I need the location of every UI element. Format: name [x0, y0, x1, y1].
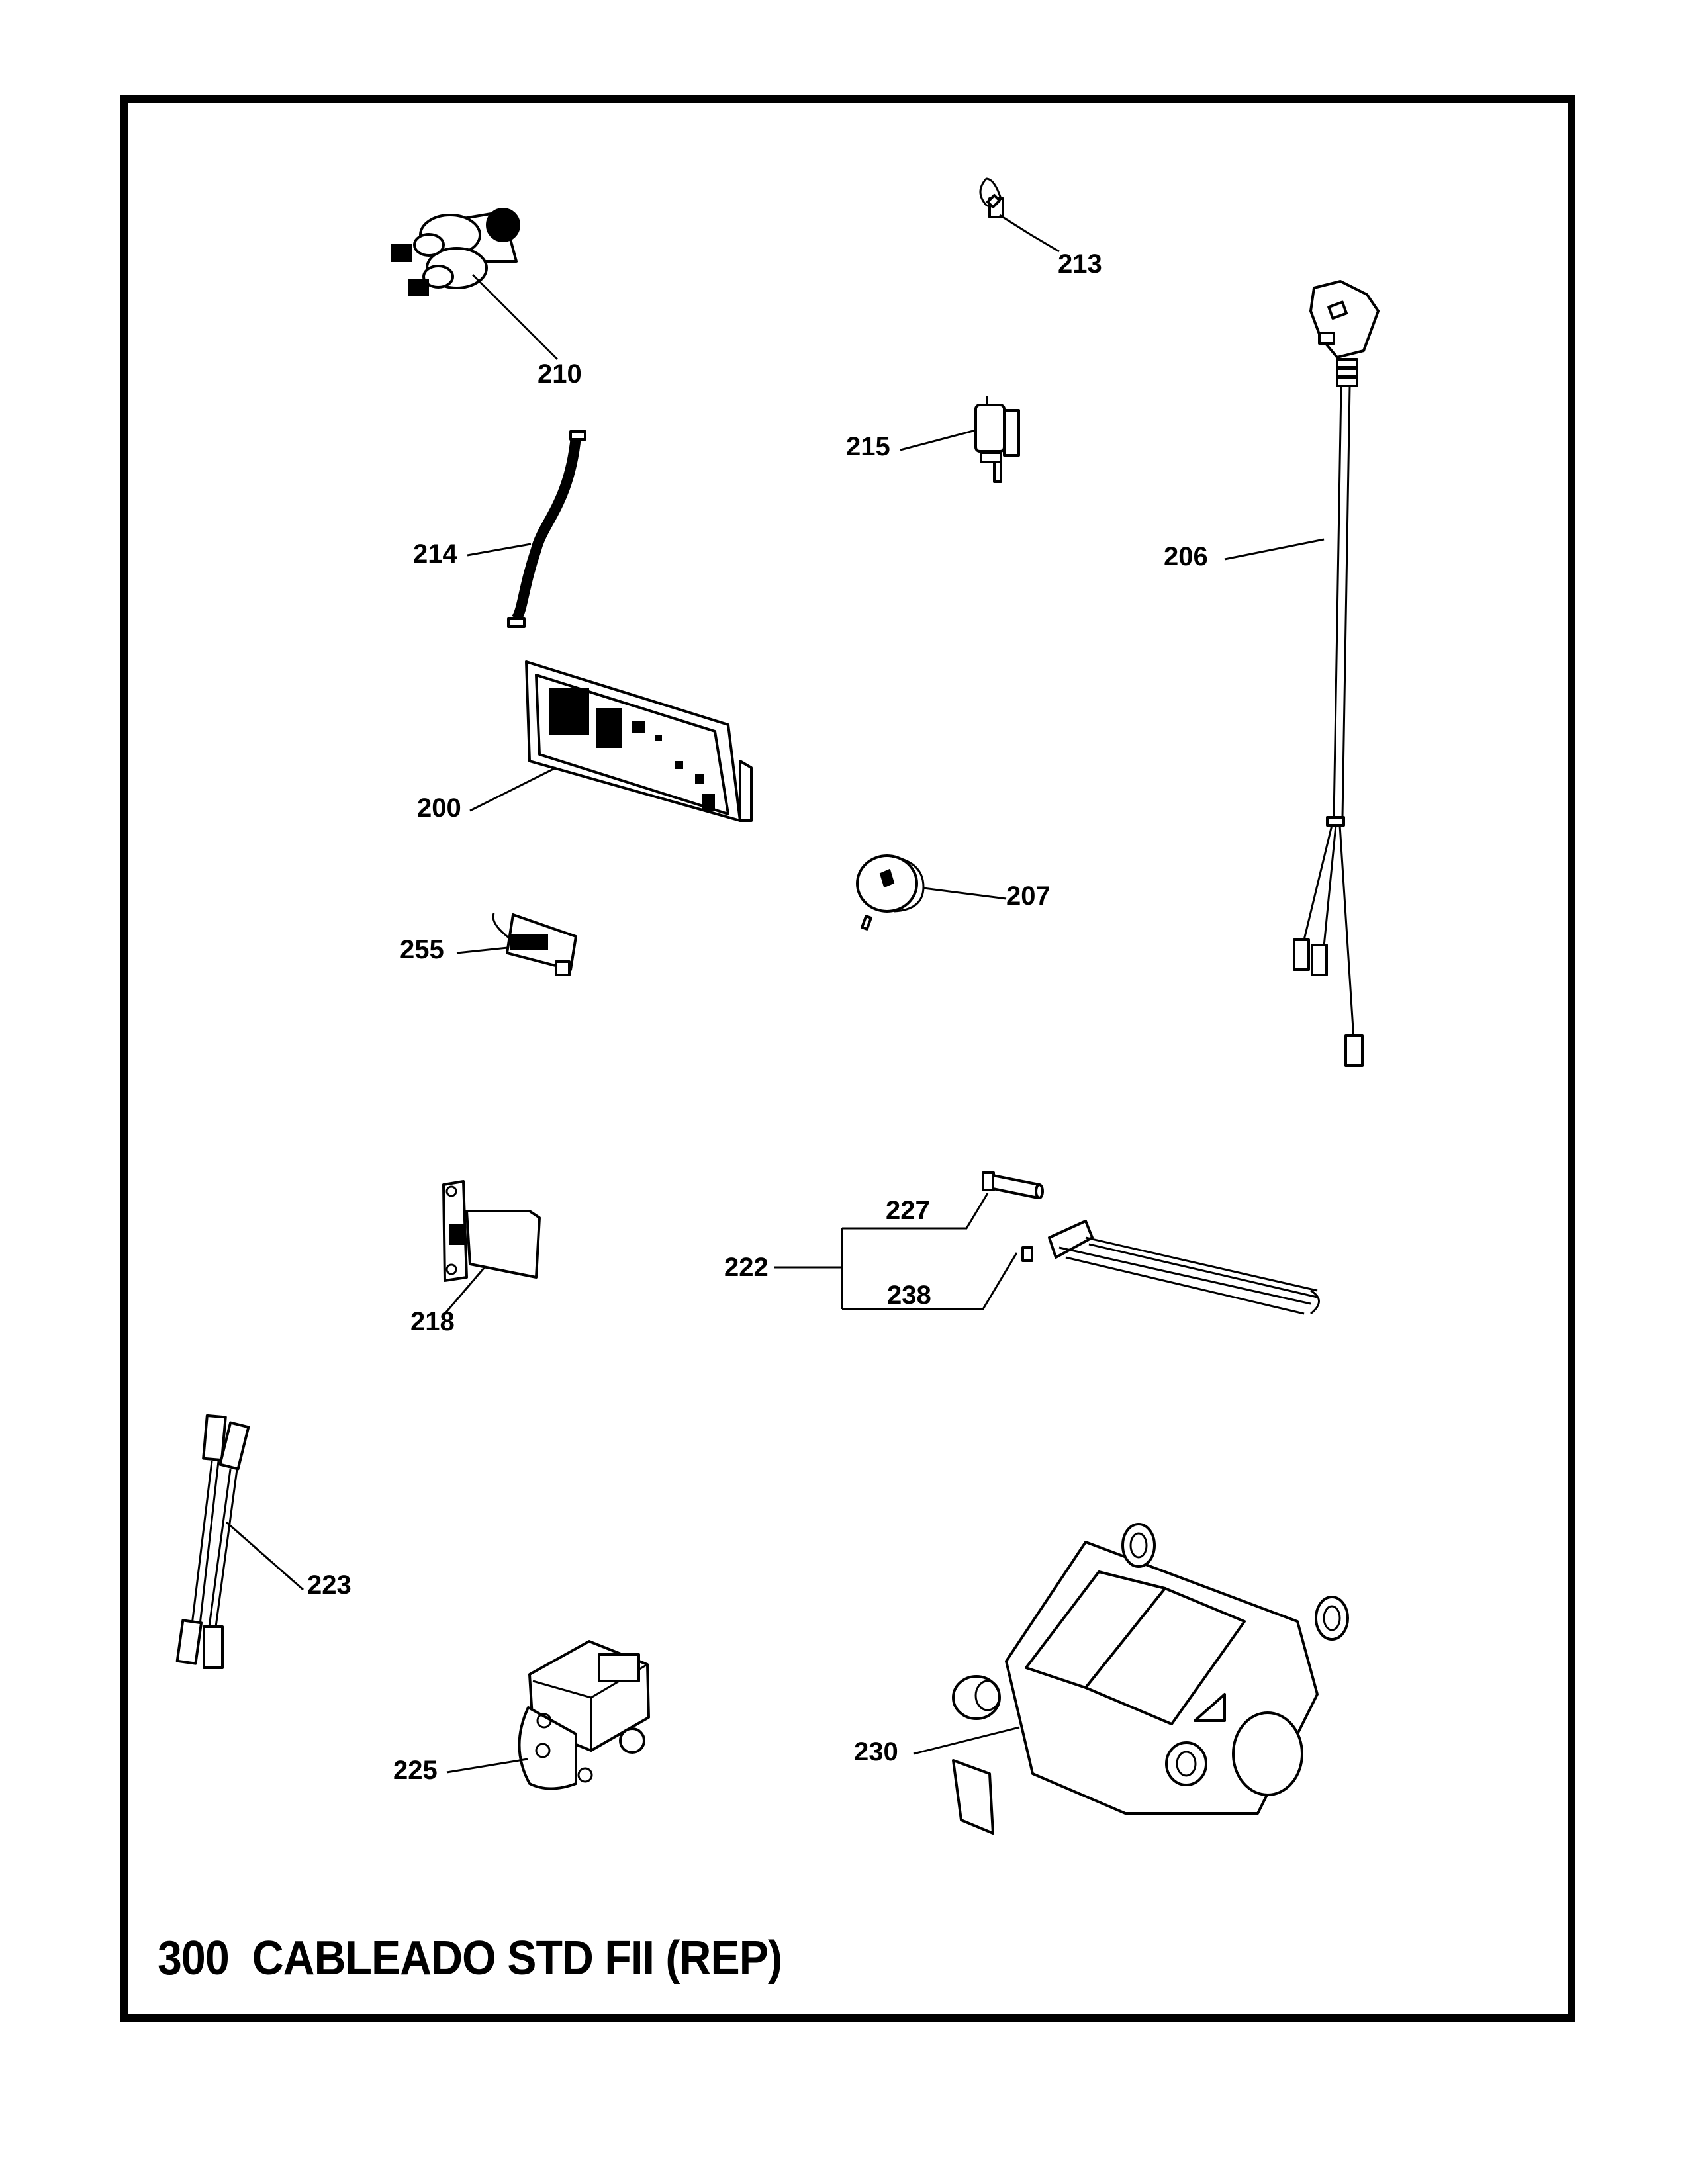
part-label-210: 210 — [538, 359, 582, 388]
part-label-223: 223 — [307, 1570, 352, 1600]
part-222-heater-assembly[interactable]: 222 227 238 — [724, 1193, 1018, 1310]
part-label-213: 213 — [1058, 250, 1102, 279]
diagram-title: 300 CABLEADO STD FII (REP) — [158, 1931, 782, 1985]
part-label-218: 218 — [410, 1307, 455, 1336]
diagram-frame — [120, 95, 1575, 2022]
part-255-display-board[interactable]: 255 — [400, 913, 577, 976]
part-207-pressure-switch[interactable]: 207 — [856, 854, 1051, 931]
part-label-222: 222 — [724, 1253, 769, 1282]
part-215-capacitor[interactable]: 215 — [846, 396, 1020, 483]
part-label-207: 207 — [1006, 882, 1051, 911]
part-225-drain-pump[interactable]: 225 — [393, 1640, 650, 1790]
part-200-control-board[interactable]: 200 — [417, 660, 753, 823]
part-238-heater-element[interactable] — [1021, 1220, 1320, 1315]
part-218-door-lock[interactable]: 218 — [410, 1180, 541, 1336]
part-223-jumper-wires[interactable]: 223 — [175, 1414, 352, 1669]
part-label-215: 215 — [846, 432, 890, 461]
part-label-225: 225 — [393, 1756, 438, 1785]
part-label-227: 227 — [886, 1196, 930, 1225]
part-label-238: 238 — [887, 1281, 931, 1310]
part-213-wire-clip[interactable]: 213 — [979, 177, 1102, 279]
part-label-230: 230 — [854, 1737, 898, 1766]
part-label-206: 206 — [1164, 542, 1208, 571]
part-210-water-valve[interactable]: 210 — [391, 208, 582, 388]
part-227-heater-sensor[interactable] — [982, 1171, 1044, 1199]
part-214-ribbon-harness[interactable]: 214 — [413, 430, 586, 628]
part-206-power-cord[interactable]: 206 — [1164, 280, 1380, 1067]
title-text: CABLEADO STD FII (REP) — [252, 1932, 782, 1985]
title-number: 300 — [158, 1932, 230, 1985]
part-230-motor[interactable]: 230 — [854, 1523, 1349, 1835]
part-label-255: 255 — [400, 935, 444, 964]
part-label-200: 200 — [417, 794, 461, 823]
part-label-214: 214 — [413, 539, 457, 569]
